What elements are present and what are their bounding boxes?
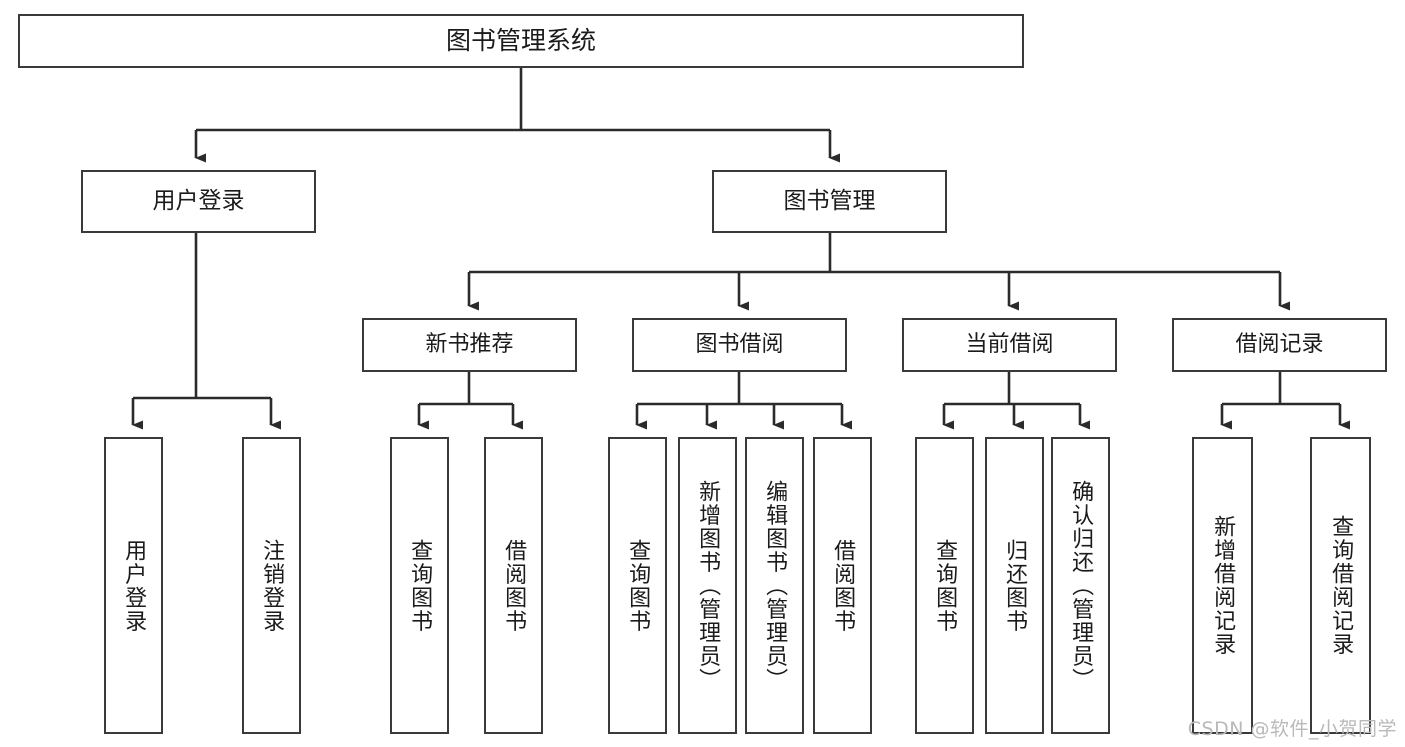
node-label: 查询图书	[625, 538, 651, 633]
node-label: 编辑图书（管理员）	[762, 479, 788, 692]
node-label: 新增图书（管理员）	[695, 479, 721, 692]
leaf-query-borrow-record[interactable]: 查询借阅记录	[1310, 437, 1371, 734]
node-label: 图书管理系统	[445, 25, 596, 55]
leaf-query-book-current[interactable]: 查询图书	[915, 437, 974, 734]
node-label: 查询图书	[932, 538, 958, 633]
node-label: 借阅图书	[501, 538, 527, 633]
node-borrow-records[interactable]: 借阅记录	[1172, 318, 1387, 372]
node-label: 归还图书	[1002, 538, 1028, 633]
leaf-add-borrow-record[interactable]: 新增借阅记录	[1192, 437, 1253, 734]
leaf-borrow-book[interactable]: 借阅图书	[813, 437, 872, 734]
leaf-confirm-return-admin[interactable]: 确认归还（管理员）	[1051, 437, 1110, 734]
node-label: 查询图书	[407, 538, 433, 633]
leaf-add-book-admin[interactable]: 新增图书（管理员）	[678, 437, 737, 734]
node-user-login[interactable]: 用户登录	[81, 170, 316, 233]
node-label: 确认归还（管理员）	[1068, 479, 1094, 692]
node-book-borrowing[interactable]: 图书借阅	[632, 318, 847, 372]
leaf-return-book[interactable]: 归还图书	[985, 437, 1044, 734]
node-new-book-recommendation[interactable]: 新书推荐	[362, 318, 577, 372]
leaf-user-login[interactable]: 用户登录	[104, 437, 163, 734]
node-label: 用户登录	[152, 188, 245, 215]
leaf-borrow-book-new[interactable]: 借阅图书	[484, 437, 543, 734]
node-label: 注销登录	[259, 538, 285, 633]
node-label: 新书推荐	[425, 331, 514, 357]
leaf-logout[interactable]: 注销登录	[242, 437, 301, 734]
node-label: 用户登录	[121, 538, 147, 633]
node-book-management[interactable]: 图书管理	[712, 170, 947, 233]
leaf-query-book-new[interactable]: 查询图书	[390, 437, 449, 734]
watermark-text: CSDN @软件_小贺同学	[1187, 718, 1397, 740]
leaf-query-book-borrow[interactable]: 查询图书	[608, 437, 667, 734]
node-root-book-management-system[interactable]: 图书管理系统	[18, 14, 1024, 68]
node-label: 新增借阅记录	[1210, 515, 1236, 656]
node-label: 图书管理	[783, 188, 876, 215]
node-label: 借阅记录	[1235, 331, 1324, 357]
node-current-borrowing[interactable]: 当前借阅	[902, 318, 1117, 372]
node-label: 图书借阅	[695, 331, 784, 357]
node-label: 当前借阅	[965, 331, 1054, 357]
node-label: 查询借阅记录	[1328, 515, 1354, 656]
leaf-edit-book-admin[interactable]: 编辑图书（管理员）	[745, 437, 804, 734]
node-label: 借阅图书	[830, 538, 856, 633]
